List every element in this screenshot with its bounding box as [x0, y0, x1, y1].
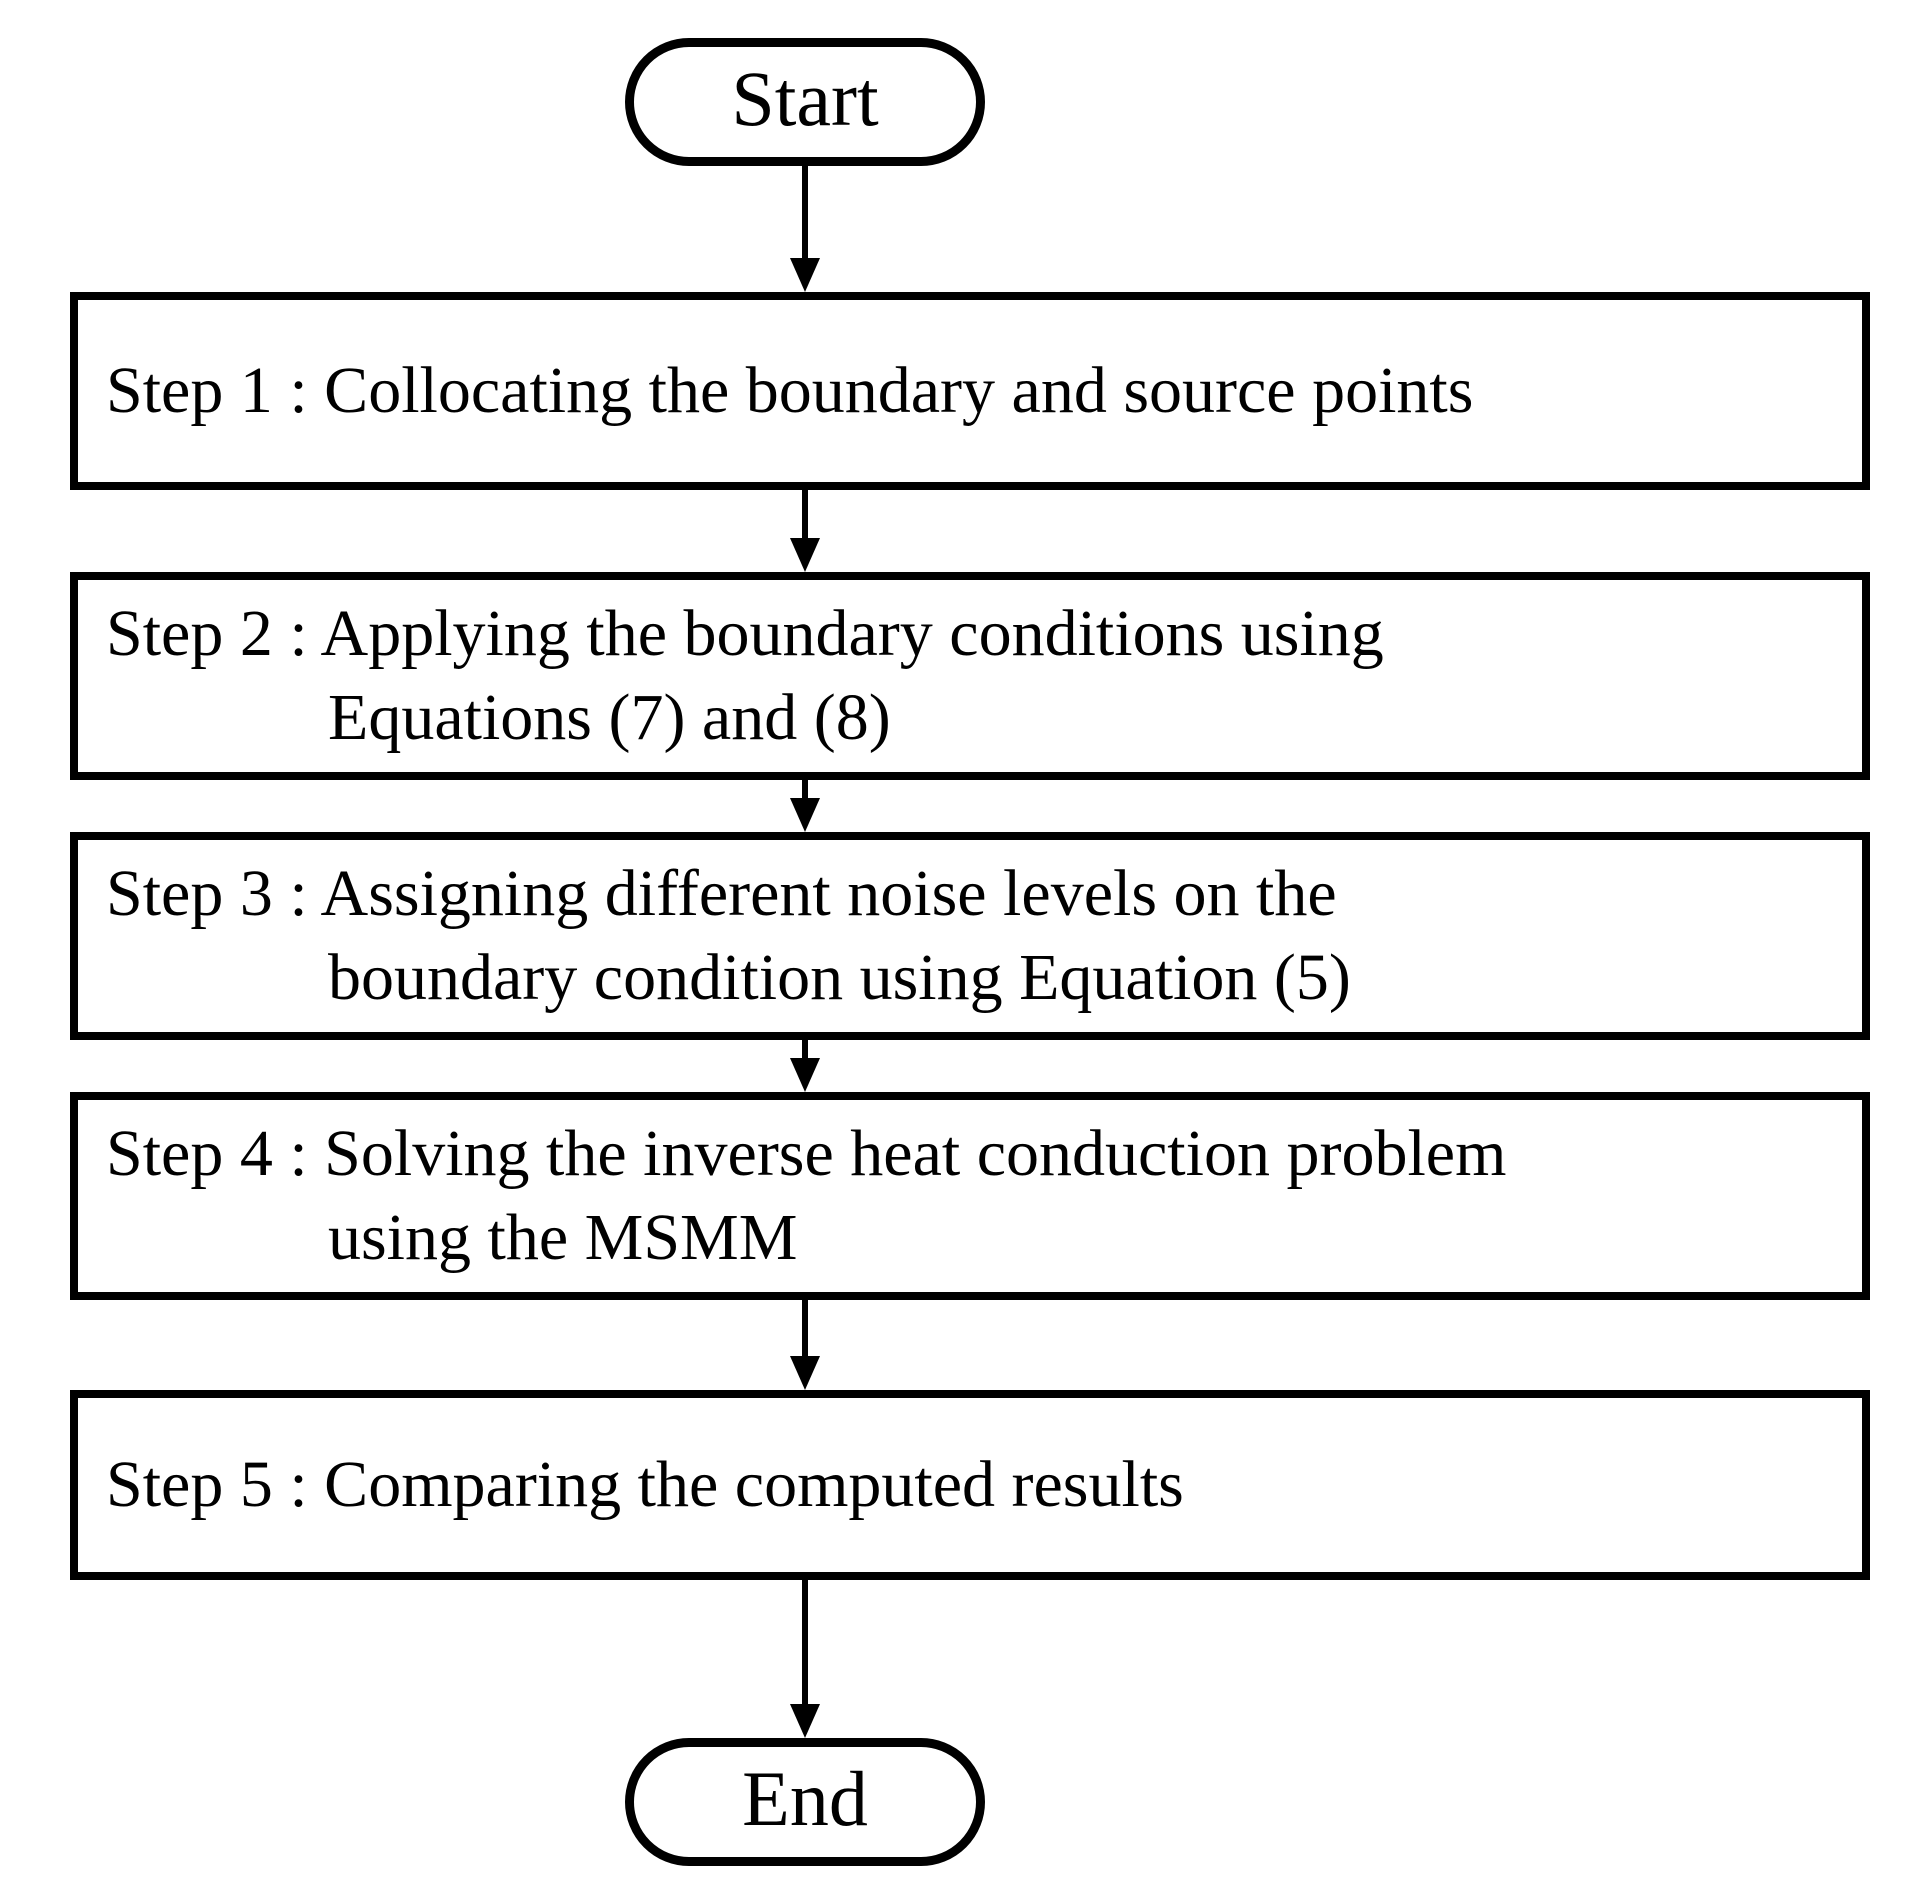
process-box-step2[interactable]: Step 2 : Applying the boundary condition… — [70, 572, 1870, 780]
arrow-step4-to-step5 — [790, 1300, 820, 1390]
arrow-shaft — [802, 1580, 808, 1704]
arrow-shaft — [802, 1040, 808, 1060]
arrow-step2-to-step3 — [790, 780, 820, 832]
process-box-step3[interactable]: Step 3 : Assigning different noise level… — [70, 832, 1870, 1040]
end-node-label: End — [742, 1755, 868, 1842]
arrow-shaft — [802, 490, 808, 538]
step3-line-2: boundary condition using Equation (5) — [328, 941, 1351, 1014]
start-node[interactable]: Start — [625, 38, 985, 166]
arrow-head-icon — [790, 538, 820, 572]
process-box-step1[interactable]: Step 1 : Collocating the boundary and so… — [70, 292, 1870, 490]
step5-line-1: Step 5 : Comparing the computed results — [106, 1447, 1184, 1521]
end-node[interactable]: End — [625, 1738, 985, 1866]
process-box-step4[interactable]: Step 4 : Solving the inverse heat conduc… — [70, 1092, 1870, 1300]
arrow-step1-to-step2 — [790, 490, 820, 572]
step4-line-2: using the MSMM — [328, 1201, 798, 1274]
arrow-head-icon — [790, 1058, 820, 1092]
arrow-shaft — [802, 780, 808, 800]
step1-line-1: Step 1 : Collocating the boundary and so… — [106, 353, 1474, 427]
arrow-head-icon — [790, 258, 820, 292]
arrow-start-to-step1 — [790, 166, 820, 292]
arrow-head-icon — [790, 1356, 820, 1390]
arrow-head-icon — [790, 798, 820, 832]
step2-line-2: Equations (7) and (8) — [328, 681, 891, 754]
arrow-shaft — [802, 166, 808, 258]
step3-line-1: Step 3 : Assigning different noise level… — [106, 856, 1337, 930]
process-box-step5[interactable]: Step 5 : Comparing the computed results — [70, 1390, 1870, 1580]
step2-line-1: Step 2 : Applying the boundary condition… — [106, 596, 1384, 670]
arrow-step3-to-step4 — [790, 1040, 820, 1092]
step4-line-1: Step 4 : Solving the inverse heat conduc… — [106, 1116, 1507, 1190]
arrow-shaft — [802, 1300, 808, 1356]
arrow-step5-to-end — [790, 1580, 820, 1738]
arrow-head-icon — [790, 1704, 820, 1738]
start-node-label: Start — [731, 55, 879, 142]
